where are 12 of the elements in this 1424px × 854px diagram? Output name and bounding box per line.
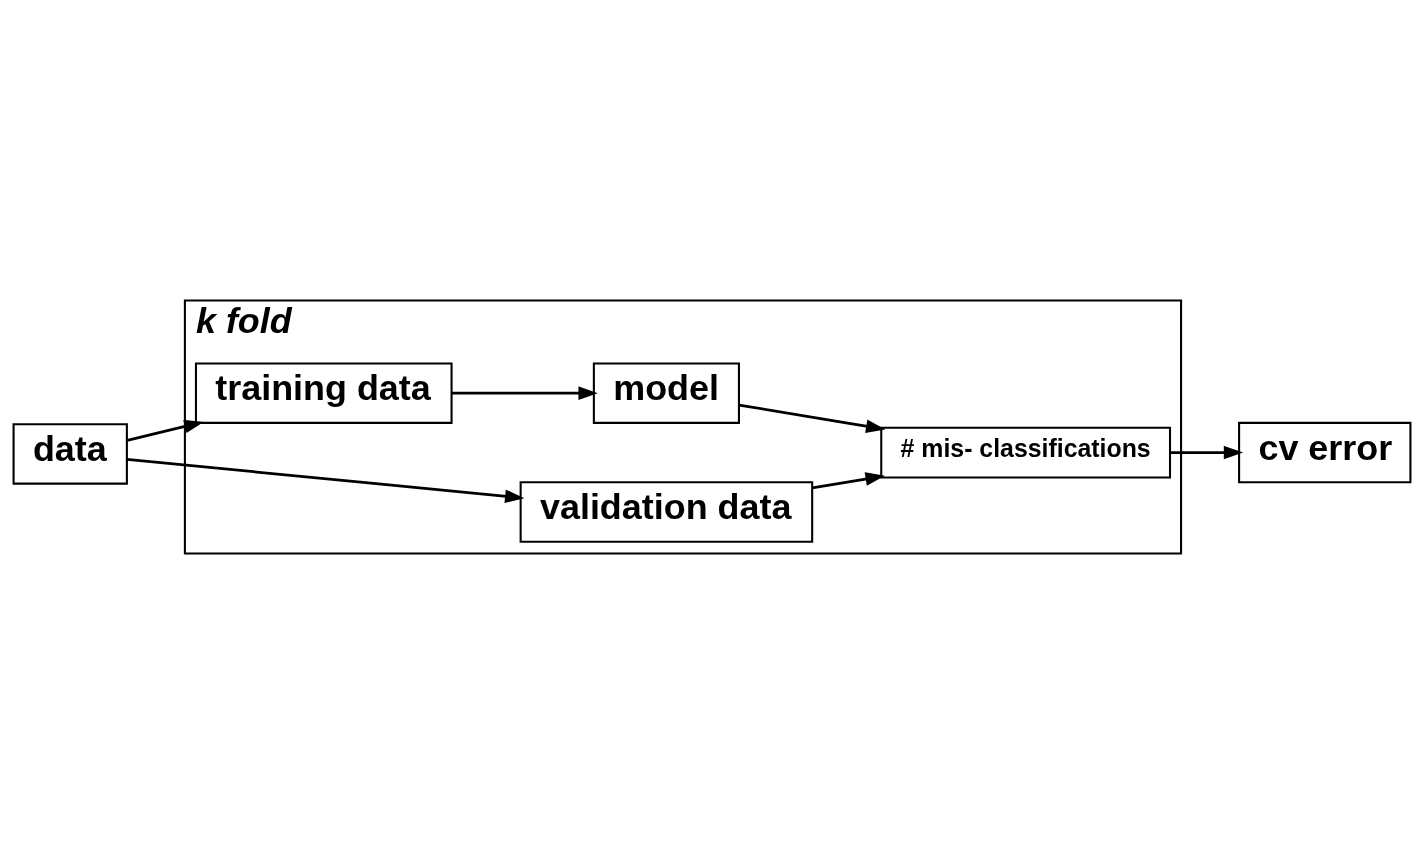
node-box: training data (194, 362, 453, 424)
arrow (126, 457, 525, 504)
node-box: validation data (519, 481, 814, 543)
node-box: model (592, 362, 740, 424)
node-box: cv error (1238, 421, 1412, 484)
arrow (738, 403, 886, 433)
node-box: data (12, 423, 128, 485)
arrow (812, 472, 885, 490)
arrow (1170, 445, 1244, 460)
node-box: # mis- classifications (880, 426, 1172, 479)
arrow (451, 386, 598, 400)
arrow (126, 419, 204, 442)
